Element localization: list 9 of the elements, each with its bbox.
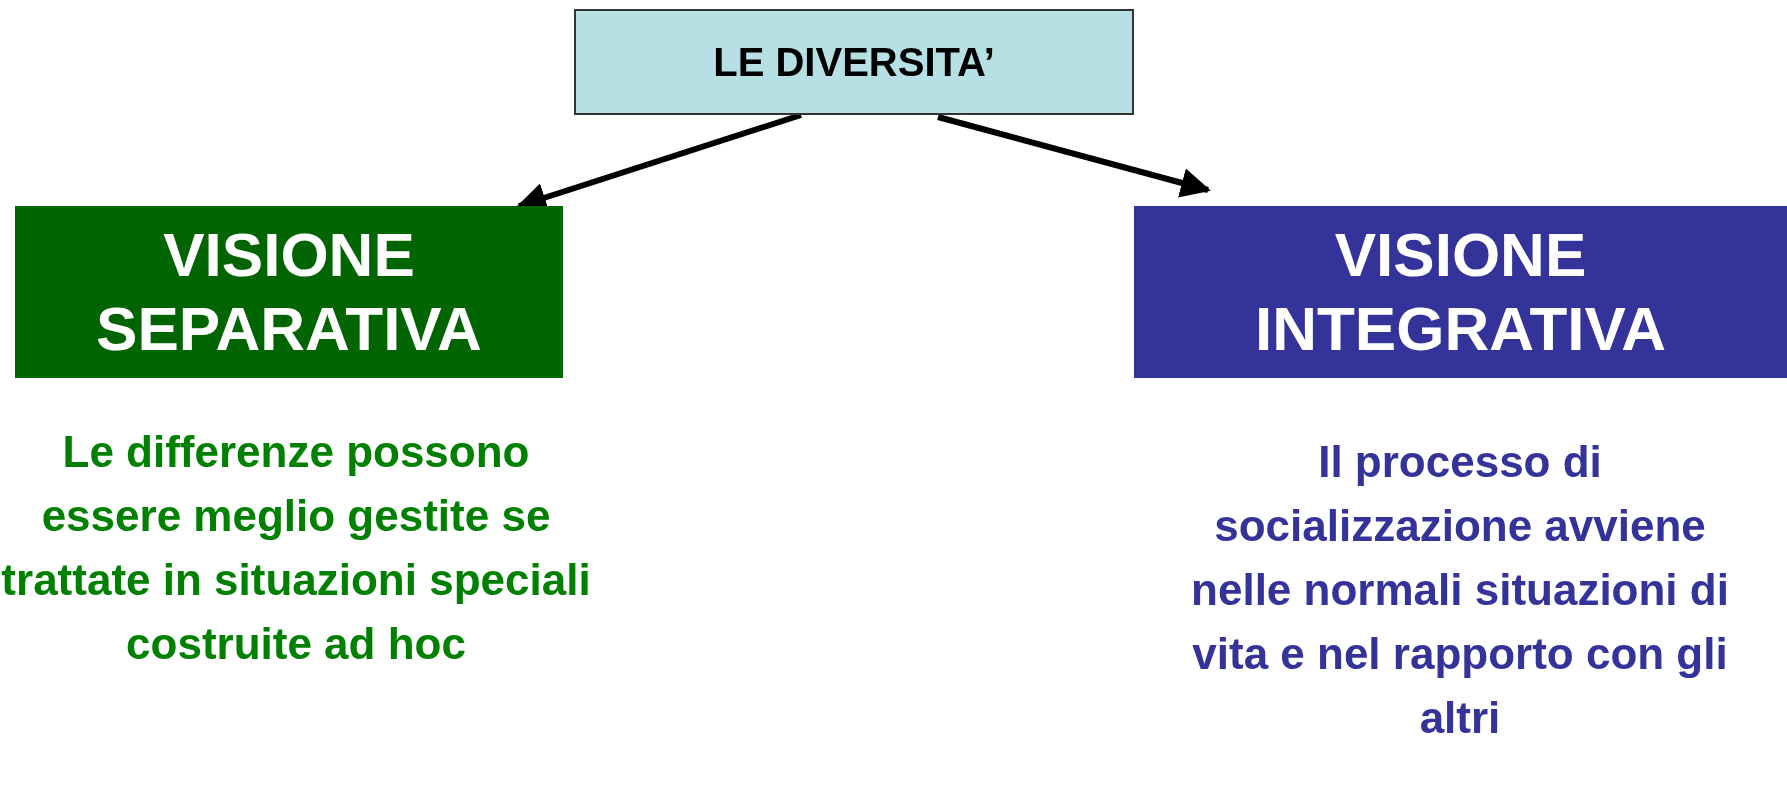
title-text: LE DIVERSITA’ [712, 39, 996, 86]
description-text: Le differenze possono essere meglio gestite se trattate in situazioni speciali costruite ad hoc [0, 426, 592, 670]
heading-text: VISIONE INTEGRATIVA [1254, 219, 1667, 365]
title-box [574, 9, 1134, 115]
description-text: Il processo di socializzazione avviene nelle normali situazioni di vita e nel rapporto con gli altri [1190, 436, 1730, 744]
vision-box [15, 206, 563, 378]
vision-box [1134, 206, 1787, 378]
arrow [937, 114, 1211, 198]
heading-text: VISIONE SEPARATIVA [95, 219, 483, 365]
